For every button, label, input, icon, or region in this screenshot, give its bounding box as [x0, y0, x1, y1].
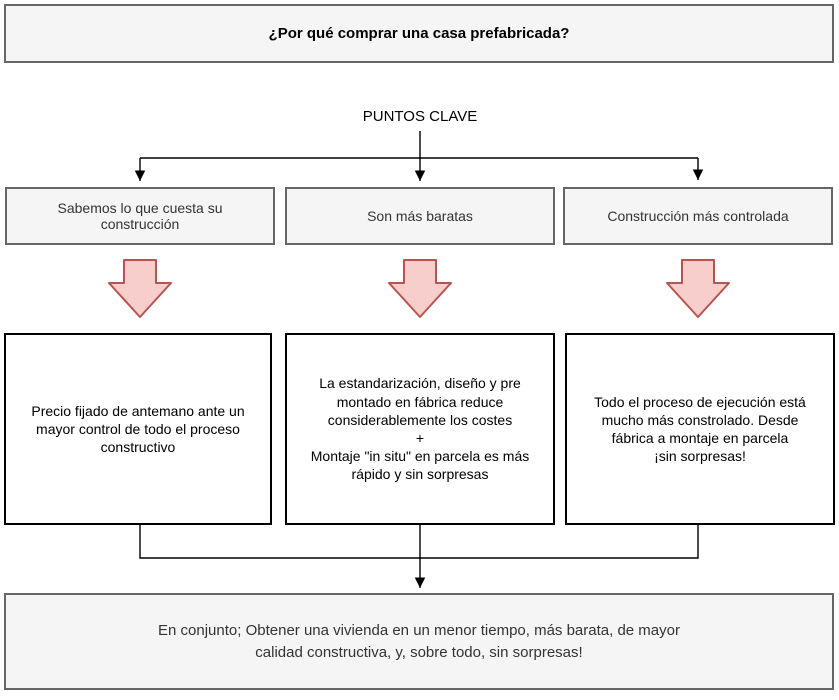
conclusion-text: En conjunto; Obtener una vivienda en un …: [158, 621, 680, 661]
detail-text: La estandarización, diseño y pre montado…: [310, 375, 530, 483]
detail-box-cost: Precio fijado de antemano ante un mayor …: [4, 333, 272, 525]
hub-label: PUNTOS CLAVE: [362, 108, 478, 125]
conclusion-box: En conjunto; Obtener una vivienda en un …: [4, 593, 834, 690]
key-point-label: Sabemos lo que cuesta su construcción: [57, 200, 223, 232]
down-arrow-icon: [666, 259, 730, 318]
connector-bottom-rail: [139, 525, 699, 559]
detail-text: Todo el proceso de ejecución está mucho …: [594, 393, 806, 465]
title-box: ¿Por qué comprar una casa prefabricada?: [4, 4, 834, 63]
key-point-box-cost: Sabemos lo que cuesta su construcción: [5, 187, 275, 245]
down-arrow-icon: [388, 259, 452, 318]
down-arrow-icon: [108, 259, 172, 318]
key-point-box-cheaper: Son más baratas: [285, 187, 555, 245]
page-title: ¿Por qué comprar una casa prefabricada?: [268, 25, 570, 42]
key-point-label: Son más baratas: [367, 208, 473, 224]
detail-box-cheaper: La estandarización, diseño y pre montado…: [285, 333, 555, 525]
detail-text: Precio fijado de antemano ante un mayor …: [31, 402, 245, 456]
key-point-box-controlled: Construcción más controlada: [563, 187, 833, 245]
key-point-label: Construcción más controlada: [607, 208, 789, 224]
detail-box-controlled: Todo el proceso de ejecución está mucho …: [565, 333, 835, 525]
